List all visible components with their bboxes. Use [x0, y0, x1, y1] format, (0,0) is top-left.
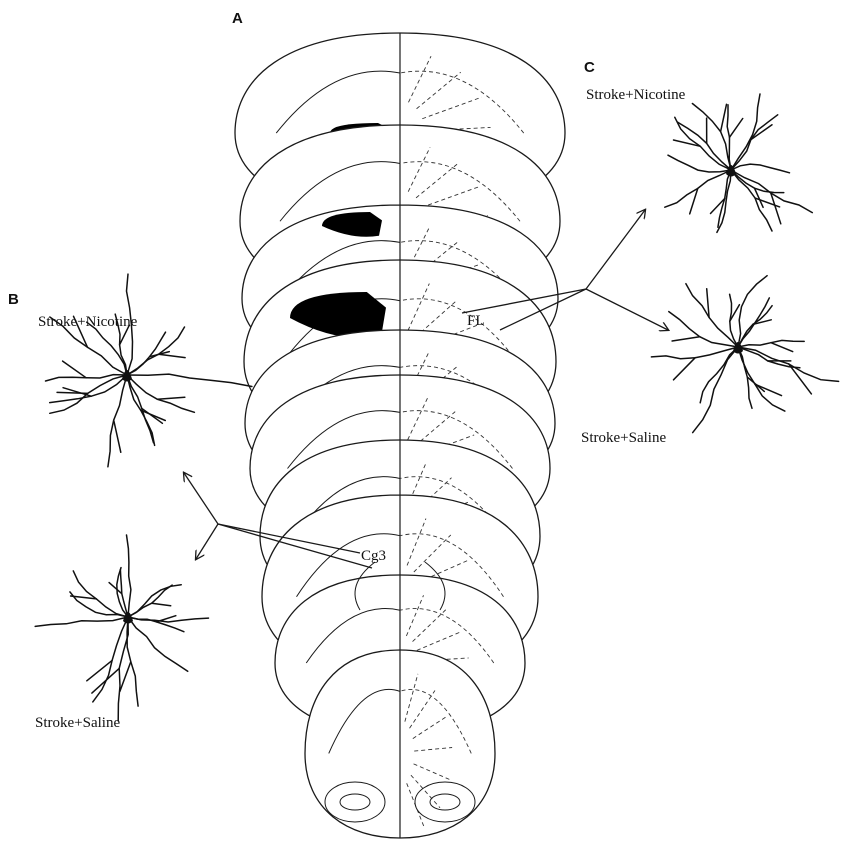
- dendrite: [674, 116, 732, 171]
- region-label-fl: FL: [467, 313, 485, 329]
- dendrite: [48, 374, 128, 404]
- dendrite: [126, 373, 253, 388]
- dendrite: [117, 616, 129, 722]
- dendrite: [737, 346, 840, 383]
- dendrite: [49, 316, 128, 376]
- dendrite: [667, 154, 732, 173]
- dendrite: [730, 114, 779, 171]
- brain-section-stack: [234, 32, 566, 839]
- dendrite: [737, 346, 786, 412]
- dendrite: [127, 584, 173, 618]
- dendrite: [126, 374, 156, 447]
- dendrite: [114, 313, 128, 376]
- dendrite: [664, 169, 732, 208]
- panel-letter-c: C: [584, 59, 595, 76]
- panel-letter-b: B: [8, 291, 19, 308]
- neuron-drawing-c-saline: [650, 274, 840, 434]
- dendrite: [125, 273, 134, 376]
- dendrite: [119, 568, 129, 618]
- neuron-drawing-b-saline: [34, 534, 210, 722]
- panel-b-nicotine-label: Stroke+Nicotine: [38, 314, 138, 330]
- dendrite: [34, 616, 129, 628]
- dendrite: [126, 374, 155, 444]
- region-label-cg3: Cg3: [361, 548, 386, 564]
- dendrite: [737, 274, 768, 348]
- dendrite: [116, 566, 129, 618]
- dendrite: [44, 373, 128, 382]
- dendrite: [728, 293, 739, 348]
- panel-b-saline-label: Stroke+Saline: [35, 715, 120, 731]
- dendrite: [730, 93, 761, 171]
- neuron-drawing-c-nicotine: [664, 93, 814, 234]
- panel-letter-a: A: [232, 10, 243, 27]
- dendrite: [125, 534, 132, 618]
- dendrite: [49, 374, 128, 415]
- dendrite: [685, 282, 739, 348]
- dendrite: [107, 374, 128, 468]
- panel-c-saline-label: Stroke+Saline: [581, 430, 666, 446]
- dendrite: [730, 169, 814, 214]
- dendrite: [126, 616, 139, 707]
- arrows-fl-to-panel-c: [461, 210, 668, 330]
- dendrite: [726, 103, 732, 171]
- dendrite: [650, 346, 739, 360]
- dendrite: [699, 346, 739, 404]
- panel-c-nicotine-label: Stroke+Nicotine: [586, 87, 686, 103]
- dendrite: [668, 310, 739, 348]
- dendrite: [716, 169, 732, 234]
- dendrite: [92, 616, 129, 703]
- dendrite: [676, 121, 732, 171]
- brain-section-10: [304, 649, 496, 839]
- dendrite: [126, 331, 167, 376]
- dendrite: [127, 616, 189, 673]
- dendrite: [691, 102, 732, 171]
- dendrite: [737, 346, 753, 410]
- dendrite: [737, 339, 805, 348]
- arrows-cg3-to-panel-b: [184, 473, 373, 569]
- dendrite: [126, 374, 196, 414]
- dendrite: [72, 570, 129, 618]
- dendrite: [737, 346, 801, 369]
- dendrite: [69, 591, 129, 618]
- dendrite: [85, 321, 128, 376]
- dendrite: [730, 169, 785, 194]
- dendrite: [737, 304, 773, 348]
- dendrite: [730, 169, 773, 232]
- dendrite: [126, 326, 186, 376]
- dendrite: [127, 616, 210, 623]
- dendrite: [730, 163, 791, 174]
- brain-section-10-detail: [324, 561, 476, 823]
- dendrite: [717, 169, 732, 228]
- neuron-drawing-b-nicotine: [44, 273, 253, 468]
- dendrite: [691, 346, 739, 434]
